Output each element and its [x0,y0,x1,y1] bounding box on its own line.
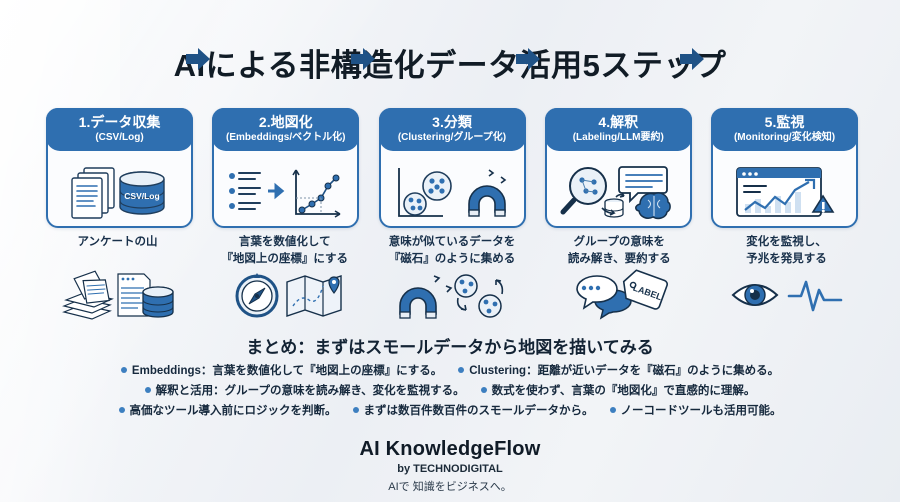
bullet-row-2: 解釈と活用：グループの意味を読み解き、変化を監視する。 数式を使わず、言葉の『地… [0,382,900,398]
step-3-caption: 意味が似ているデータを 『磁石』のように集める [381,234,524,268]
bullet-item: Clustering：距離が近いデータを『磁石』のように集める。 [458,362,779,378]
documents-database-icon: CSV/Log [48,164,191,224]
step-3-header: 3.分類 (Clustering/グループ化) [378,108,526,152]
step-5-title: 5.監視 [764,114,805,130]
bullet-row-1: Embeddings：言葉を数値化して『地図上の座標』にする。 Clusteri… [0,362,900,378]
brain [635,192,672,220]
database-label: CSV/Log [124,191,159,201]
arrow-step-2-to-3-icon [351,48,375,70]
dashboard-chart-alert-icon [713,164,856,224]
step-card-2[interactable]: 2.地図化 (Embeddings/ベクトル化) [212,108,360,228]
step-2-title: 2.地図化 [258,114,313,130]
label-tag: LABEL [623,269,669,310]
step-1-subtitle: (CSV/Log) [95,132,144,144]
bullet-item: 数式を使わず、言葉の『地図化』で直感的に理解。 [480,382,756,398]
alert-triangle [811,194,834,213]
speech-bubbles-label-tag-icon: LABEL [548,268,691,322]
bullet-item: Embeddings：言葉を数値化して『地図上の座標』にする。 [120,362,443,378]
magnifier [560,167,608,215]
compass-map-icon [213,268,356,322]
summary-bullets: Embeddings：言葉を数値化して『地図上の座標』にする。 Clusteri… [0,362,900,422]
step-5-caption: 変化を監視し、 予兆を発見する [715,234,858,268]
bullet-dot-icon [458,367,465,373]
step-3-caption-line-1: 意味が似ているデータを [388,236,516,248]
step-card-5[interactable]: 5.監視 (Monitoring/変化検知) [711,108,858,228]
step-2-caption-line-1: 言葉を数値化して [238,236,331,248]
bullet-text: 解釈と活用：グループの意味を読み解き、変化を監視する。 [155,385,465,397]
step-4-title: 4.解釈 [598,114,639,130]
step-4-subtitle: (Labeling/LLM要約) [572,132,664,144]
bullet-text: Clustering：距離が近いデータを『磁石』のように集める。 [469,365,780,377]
bullet-dot-icon [144,387,151,393]
bullet-text: 高価なツール導入前にロジックを判断。 [129,405,337,417]
cluster-magnet-icon [381,164,524,224]
arrow-step-1-to-2-icon [186,48,210,70]
step-5-caption-line-2: 予兆を発見する [746,252,827,265]
magnet-clusters-icon [381,268,524,322]
step-card-1[interactable]: 1.データ収集 (CSV/Log) [46,108,193,228]
step-5-header: 5.監視 (Monitoring/変化検知) [711,108,858,152]
steps-row: 1.データ収集 (CSV/Log) [46,108,858,228]
map-pin [328,276,340,294]
footer-branding: AI KnowledgeFlow by TECHNODIGITAL AIで 知識… [0,438,900,494]
step-2-subtitle: (Embeddings/ベクトル化) [226,132,346,144]
step-3-subtitle: (Clustering/グループ化) [397,132,507,144]
step-4-caption: グループの意味を 読み解き、要約する [548,234,691,268]
bullet-dot-icon [609,407,616,413]
bullet-dot-icon [352,407,359,413]
bullet-dot-icon [480,387,487,393]
mini-database [604,198,624,218]
page-title: AIによる非構造化データ活用5ステップ [173,48,727,83]
bullet-text: 数式を使わず、言葉の『地図化』で直感的に理解。 [491,385,756,397]
step-4-caption-line-1: グループの意味を [573,236,665,248]
speech-bubble [618,166,669,204]
bullet-text: まずは数百件数百件のスモールデータから。 [363,405,594,417]
bullet-text: ノーコードツールも活用可能。 [620,405,782,417]
illustrations-row: LABEL [46,266,858,324]
step-1-title: 1.データ収集 [78,114,161,130]
step-1-caption-line-1: アンケートの山 [77,236,158,248]
step-2-header: 2.地図化 (Embeddings/ベクトル化) [212,108,360,152]
step-card-4[interactable]: 4.解釈 (Labeling/LLM要約) [544,108,692,228]
brand-name: AI KnowledgeFlow [359,438,541,460]
eye-pulse-icon [715,268,858,322]
summary-title: まとめ：まずはスモールデータから地図を描いてみる [246,338,654,357]
step-5-subtitle: (Monitoring/変化検知) [733,132,836,144]
step-1-header: 1.データ収集 (CSV/Log) [46,108,193,152]
bullet-row-3: 高価なツール導入前にロジックを判断。 まずは数百件数百件のスモールデータから。 … [0,402,900,418]
brand-tagline: AIで 知識をビジネスへ。 [388,481,512,493]
bullet-item: 高価なツール導入前にロジックを判断。 [118,402,337,418]
brand-by-line: by TECHNODIGITAL [397,463,503,475]
list-to-scatterplot-icon [214,164,357,224]
step-4-caption-line-2: 読み解き、要約する [567,252,671,265]
bullet-item: 解釈と活用：グループの意味を読み解き、変化を監視する。 [144,382,465,398]
bullet-item: ノーコードツールも活用可能。 [609,402,782,418]
step-5-caption-line-1: 変化を監視し、 [746,236,827,248]
step-2-caption: 言葉を数値化して 『地図上の座標』にする [213,234,356,268]
bullet-dot-icon [118,407,125,413]
bullet-dot-icon [120,367,127,373]
arrow-step-3-to-4-icon [516,48,540,70]
step-4-header: 4.解釈 (Labeling/LLM要約) [544,108,692,152]
step-2-caption-line-2: 『地図上の座標』にする [221,252,349,265]
step-3-caption-line-2: 『磁石』のように集める [388,252,516,265]
magnifier-brain-speech-icon [547,164,690,224]
step-card-3[interactable]: 3.分類 (Clustering/グループ化) [378,108,526,228]
document-pile-database-icon [46,268,189,322]
step-1-caption: アンケートの山 [46,234,189,268]
step-3-title: 3.分類 [432,114,472,130]
bullet-item: まずは数百件数百件のスモールデータから。 [352,402,594,418]
arrow-step-4-to-5-icon [680,48,704,70]
captions-row: アンケートの山 言葉を数値化して 『地図上の座標』にする 意味が似ているデータを… [46,234,858,268]
bullet-text: Embeddings：言葉を数値化して『地図上の座標』にする。 [131,365,443,377]
